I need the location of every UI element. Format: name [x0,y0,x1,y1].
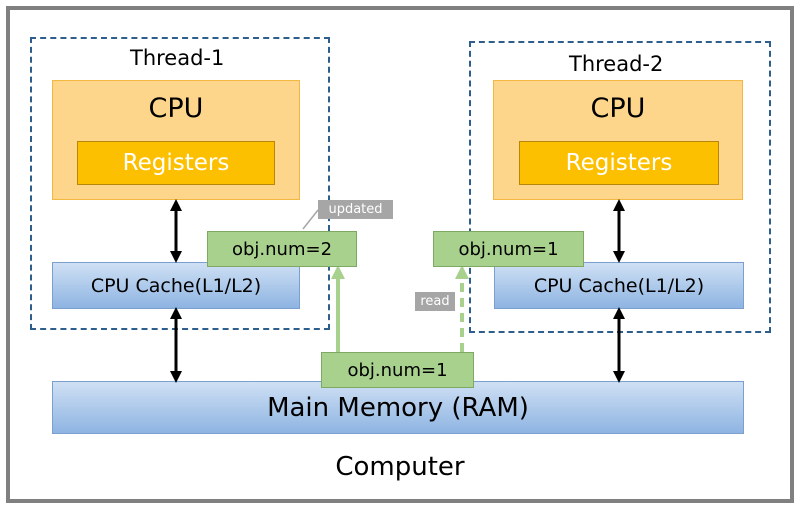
computer-frame [6,6,794,503]
thread-2-title: Thread-2 [569,52,664,76]
read-tag: read [415,292,455,311]
thread-1-title: Thread-1 [130,46,225,70]
thread-1-cache: CPU Cache(L1/L2) [52,262,300,309]
main-memory: Main Memory (RAM) [52,381,744,434]
thread-1-cpu-label: CPU [148,93,204,124]
thread-1-value-box: obj.num=2 [207,231,357,267]
updated-leader [302,209,319,230]
thread-2-cache: CPU Cache(L1/L2) [494,262,744,309]
memory-value-box: obj.num=1 [321,352,474,388]
thread-1-registers: Registers [77,141,275,185]
computer-label: Computer [335,452,465,482]
thread-2-registers: Registers [519,141,719,185]
thread-2-cpu-label: CPU [590,93,646,124]
updated-tag: updated [318,200,393,219]
thread-2-value-box: obj.num=1 [433,231,584,267]
